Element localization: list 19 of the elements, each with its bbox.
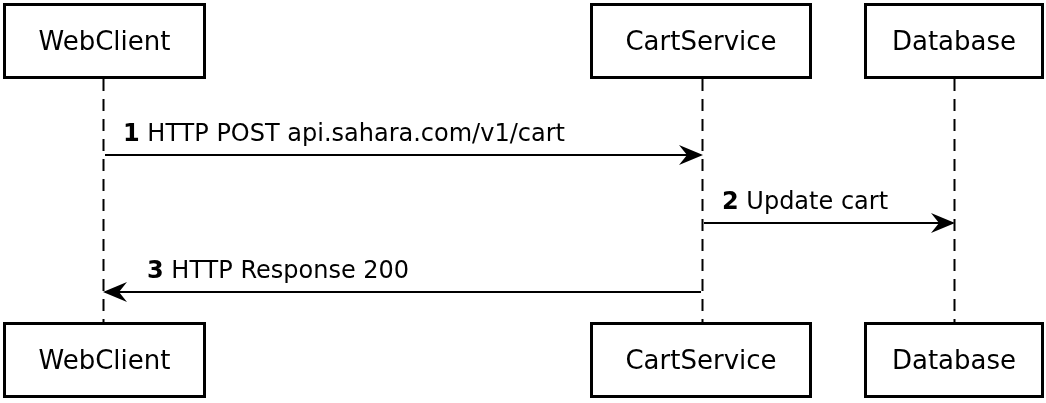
participant-name: WebClient bbox=[38, 345, 171, 375]
participant-name: Database bbox=[891, 26, 1017, 56]
participant-name: Database bbox=[891, 345, 1017, 375]
participant-name: CartService bbox=[625, 345, 777, 375]
participant-box bbox=[3, 3, 206, 79]
participant-name: CartService bbox=[625, 26, 777, 56]
participant-box bbox=[864, 3, 1044, 79]
participant-box bbox=[590, 3, 812, 79]
participant-box bbox=[590, 322, 812, 398]
lifeline bbox=[102, 79, 105, 322]
participant-box bbox=[3, 322, 206, 398]
participant-box bbox=[864, 322, 1044, 398]
message-label: 2 Update cart bbox=[720, 188, 891, 216]
lifeline bbox=[953, 79, 956, 322]
message-arrow bbox=[104, 145, 703, 165]
lifeline bbox=[701, 79, 704, 322]
participant-name: WebClient bbox=[38, 26, 171, 56]
message-arrow bbox=[703, 213, 955, 233]
message-arrow bbox=[103, 282, 702, 302]
